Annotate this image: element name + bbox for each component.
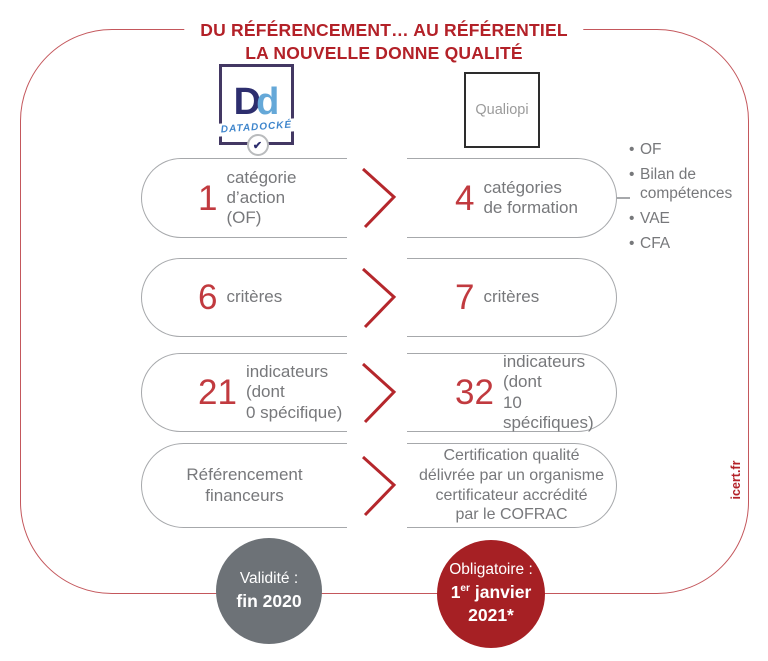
- datadock-letter-dark: D: [233, 80, 262, 123]
- indicators-text-qualiopi: indicateurs (dont 10 spécifiques): [502, 352, 594, 432]
- criteria-text-qualiopi: critères: [483, 287, 540, 307]
- page-title-line1: DU RÉFÉRENCEMENT… AU RÉFÉRENTIEL: [200, 20, 568, 40]
- bullet-icon: •: [629, 141, 635, 158]
- bullet-icon: •: [629, 165, 635, 183]
- bullet-icon: •: [629, 234, 635, 252]
- mandatory-date: 1er janvier: [450, 581, 532, 602]
- chevron-right-icon: [361, 167, 397, 229]
- criteria-count-qualiopi: 7: [455, 278, 475, 317]
- certification-text: Certification qualité délivrée par un or…: [419, 447, 604, 524]
- financing-text: Référencement financeurs: [186, 465, 303, 505]
- validity-badge: Validité : fin 2020: [216, 538, 322, 644]
- row-indicators: 21 indicateurs (dont 0 spécifique) 32 in…: [141, 352, 617, 432]
- category-types-list: •OF •Bilan de compétences •VAE •CFA: [629, 141, 739, 260]
- indicators-count-datadock: 21: [198, 373, 237, 412]
- datadock-indicators-pill: 21 indicateurs (dont 0 spécifique): [141, 353, 347, 432]
- qualiopi-logo: Qualiopi: [464, 72, 540, 148]
- mandatory-label: Obligatoire :: [449, 560, 533, 578]
- checkmark-icon: ✔: [246, 134, 269, 156]
- validity-date: fin 2020: [236, 590, 302, 611]
- datadock-financing-pill: Référencement financeurs: [141, 443, 347, 528]
- indicators-count-qualiopi: 32: [455, 373, 494, 412]
- mandatory-year: 2021*: [468, 605, 514, 626]
- qualiopi-label: Qualiopi: [475, 102, 529, 118]
- bullet-icon: •: [629, 209, 635, 227]
- list-item: •OF: [629, 141, 662, 158]
- qualiopi-indicators-pill: 32 indicateurs (dont 10 spécifiques): [407, 352, 617, 432]
- criteria-count-datadock: 6: [198, 278, 218, 317]
- chevron-right-icon: [361, 267, 397, 328]
- row-categories: 1 catégorie d’action (OF) 4 catégories d…: [141, 158, 617, 238]
- chevron-right-icon: [361, 455, 397, 516]
- criteria-text-datadock: critères: [226, 287, 283, 307]
- qualiopi-criteria-pill: 7 critères: [407, 258, 617, 337]
- list-item: •VAE: [629, 209, 670, 227]
- list-item: •CFA: [629, 234, 671, 252]
- page-title: DU RÉFÉRENCEMENT… AU RÉFÉRENTIEL LA NOUV…: [184, 19, 584, 66]
- categories-count-datadock: 1: [198, 178, 218, 218]
- chevron-right-icon: [361, 362, 397, 423]
- qualiopi-categories-pill: 4 catégories de formation: [407, 158, 617, 238]
- datadock-categories-pill: 1 catégorie d’action (OF): [141, 158, 347, 238]
- mandatory-badge: Obligatoire : 1er janvier 2021*: [437, 540, 545, 648]
- categories-text-qualiopi: catégories de formation: [483, 177, 578, 217]
- check-glyph: ✔: [252, 139, 263, 152]
- page-title-line2: LA NOUVELLE DONNE QUALITÉ: [245, 43, 523, 64]
- icert-watermark: icert.fr: [729, 460, 743, 500]
- categories-count-qualiopi: 4: [455, 178, 475, 218]
- categories-text-datadock: catégorie d’action (OF): [226, 167, 297, 228]
- indicators-text-datadock: indicateurs (dont 0 spécifique): [245, 362, 343, 422]
- validity-label: Validité :: [239, 569, 299, 587]
- datadock-letter-light: d: [256, 80, 280, 123]
- side-list-connector: [617, 197, 630, 199]
- datadock-criteria-pill: 6 critères: [141, 258, 347, 337]
- row-criteria: 6 critères 7 critères: [141, 258, 617, 337]
- row-certification: Référencement financeurs Certification q…: [141, 443, 617, 528]
- list-item: •Bilan de compétences: [629, 165, 733, 202]
- qualiopi-certification-pill: Certification qualité délivrée par un or…: [407, 443, 617, 528]
